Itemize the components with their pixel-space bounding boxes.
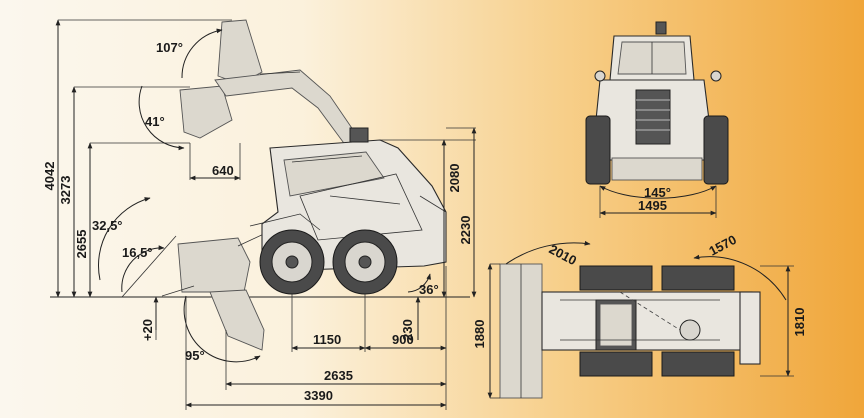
length-900-label: 900 xyxy=(392,332,414,347)
height-dimension-lines xyxy=(55,19,241,298)
lowered-bucket xyxy=(177,231,300,351)
angle-41-label: 41° xyxy=(145,114,165,129)
below-ground-label: +20 xyxy=(140,319,155,341)
angle-107-label: 107° xyxy=(156,40,183,55)
front-wheel xyxy=(259,229,325,295)
angle-36-label: 36° xyxy=(419,282,439,297)
length-3390-label: 3390 xyxy=(304,388,333,403)
length-dimension-lines xyxy=(153,266,447,410)
angle-95-label: 95° xyxy=(185,348,205,363)
angle-arcs xyxy=(97,28,431,363)
length-1150-label: 1150 xyxy=(313,332,341,347)
side-view: 4042 3273 2655 2080 2230 107° 41° 32,5° … xyxy=(42,19,477,410)
raised-bucket xyxy=(179,19,361,147)
steer-angle-145-label: 145° xyxy=(644,185,671,200)
height-4042-label: 4042 xyxy=(42,162,57,191)
height-2655-label: 2655 xyxy=(74,230,89,259)
width-1810-label: 1810 xyxy=(792,308,807,337)
reach-640-label: 640 xyxy=(212,163,234,178)
angle-16-5-label: 16,5° xyxy=(122,245,153,260)
height-2080-label: 2080 xyxy=(447,164,462,193)
front-view xyxy=(585,21,729,218)
top-view xyxy=(487,240,794,399)
height-2230-label: 2230 xyxy=(458,216,473,245)
angle-32-5-label: 32,5° xyxy=(92,218,123,233)
height-3273-label: 3273 xyxy=(58,176,73,205)
right-height-dimension-lines xyxy=(380,127,477,298)
track-width-1495-label: 1495 xyxy=(638,198,667,213)
width-1880-label: 1880 xyxy=(472,320,487,349)
clearance-230-label: 230 xyxy=(400,319,415,341)
rear-wheel xyxy=(332,229,398,295)
length-2635-label: 2635 xyxy=(324,368,353,383)
